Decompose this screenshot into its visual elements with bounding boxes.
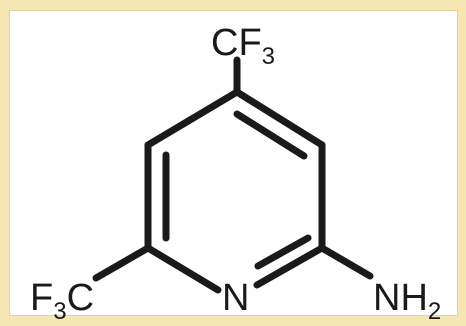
label-right-nh2: NH2: [373, 277, 441, 325]
label-left-f3c: F3C: [30, 277, 94, 325]
bond-c4-c5: [144, 88, 241, 149]
bond-double-n1-c2: [254, 234, 312, 270]
bonds: [92, 56, 374, 294]
bond-c6-cf3: [92, 244, 152, 282]
bond-c3-c4: [233, 88, 326, 149]
label-top-cf3: CF3: [211, 22, 275, 70]
bond-c6-n1: [144, 244, 222, 294]
label-ring-n: N: [222, 277, 249, 319]
bond-c2-nh2: [318, 244, 374, 280]
bond-double-c3-c4: [233, 110, 308, 160]
bond-n1-c2: [253, 244, 326, 289]
